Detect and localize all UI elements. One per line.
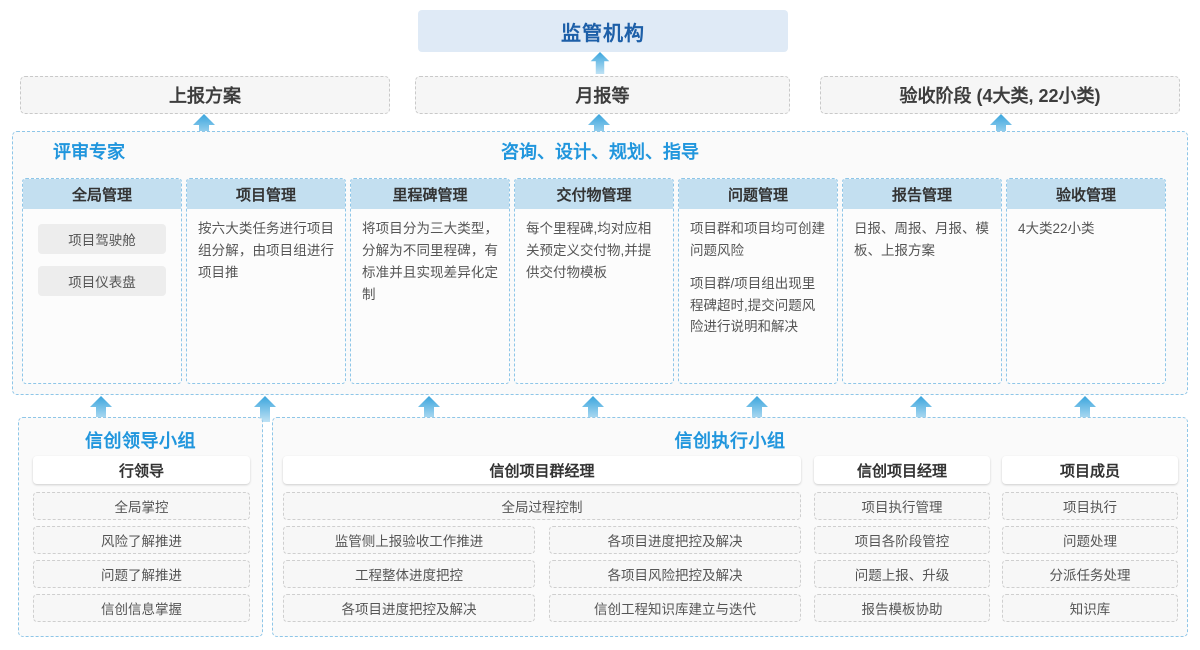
column-head-2: 里程碑管理 [351, 179, 509, 209]
chip-item[interactable]: 项目驾驶舱 [38, 224, 166, 254]
platform-titles: 评审专家 咨询、设计、规划、指导 [13, 132, 1187, 168]
arrow-up-icon-to-column-4 [746, 396, 768, 422]
task-item[interactable]: 监管侧上报验收工作推进 [283, 526, 535, 554]
task-item[interactable]: 问题处理 [1002, 526, 1178, 554]
task-item[interactable]: 各项目进度把控及解决 [549, 526, 801, 554]
platform-panel: 评审专家 咨询、设计、规划、指导 全局管理 项目驾驶舱 项目仪表盘 项目管理 按… [12, 131, 1188, 395]
arrow-up-icon-to-report-1 [588, 114, 610, 140]
arrow-up-icon-to-regulator [589, 52, 611, 74]
arrow-up-icon-to-column-0 [90, 396, 112, 422]
group-panel-leadership: 信创领导小组 行领导 全局掌控 风险了解推进 问题了解推进 信创信息掌握 [18, 417, 263, 637]
report-box-2[interactable]: 验收阶段 (4大类, 22小类) [820, 76, 1180, 114]
group-panel-execution: 信创执行小组 信创项目群经理 全局过程控制 监管侧上报验收工作推进 工程整体进度… [272, 417, 1188, 637]
task-item[interactable]: 项目执行管理 [814, 492, 990, 520]
task-item[interactable]: 分派任务处理 [1002, 560, 1178, 588]
task-item[interactable]: 工程整体进度把控 [283, 560, 535, 588]
task-item-wide[interactable]: 全局过程控制 [283, 492, 801, 520]
task-item[interactable]: 问题上报、升级 [814, 560, 990, 588]
column-text: 4大类22小类 [1018, 221, 1095, 236]
report-box-0[interactable]: 上报方案 [20, 76, 390, 114]
platform-column-milestone[interactable]: 里程碑管理 将项目分为三大类型，分解为不同里程碑，有标准并且实现差异化定制 [350, 178, 510, 384]
task-item[interactable]: 信创工程知识库建立与迭代 [549, 594, 801, 622]
column-text: 日报、周报、月报、模板、上报方案 [854, 221, 989, 258]
role-head-program-manager[interactable]: 信创项目群经理 [283, 456, 801, 484]
task-item[interactable]: 信创信息掌握 [33, 594, 250, 622]
report-box-1[interactable]: 月报等 [415, 76, 790, 114]
task-item[interactable]: 知识库 [1002, 594, 1178, 622]
arrow-up-icon-to-column-1 [254, 396, 276, 422]
group-title-execution: 信创执行小组 [674, 431, 786, 451]
column-head-0: 全局管理 [23, 179, 181, 209]
task-item[interactable]: 问题了解推进 [33, 560, 250, 588]
column-text: 按六大类任务进行项目组分解，由项目组进行项目推 [198, 221, 334, 280]
arrow-up-icon-to-column-5 [910, 396, 932, 422]
task-item[interactable]: 项目各阶段管控 [814, 526, 990, 554]
platform-column-report[interactable]: 报告管理 日报、周报、月报、模板、上报方案 [842, 178, 1002, 384]
task-item[interactable]: 各项目风险把控及解决 [549, 560, 801, 588]
arrow-up-icon-to-report-0 [193, 114, 215, 140]
column-text: 项目群/项目组出现里程碑超时,提交问题风险进行说明和解决 [690, 275, 816, 335]
task-item[interactable]: 风险了解推进 [33, 526, 250, 554]
column-head-3: 交付物管理 [515, 179, 673, 209]
column-body-6: 4大类22小类 [1007, 209, 1165, 240]
column-body-1: 按六大类任务进行项目组分解，由项目组进行项目推 [187, 209, 345, 284]
regulator-label: 监管机构 [561, 22, 645, 45]
group-title-leadership: 信创领导小组 [85, 431, 196, 451]
column-text: 每个里程碑,均对应相关预定义交付物,并提供交付物模板 [526, 221, 652, 280]
platform-title-right: 咨询、设计、规划、指导 [501, 142, 699, 162]
arrow-up-icon-to-report-2 [990, 114, 1012, 140]
arrow-up-icon-to-column-2 [418, 396, 440, 422]
column-body-0: 项目驾驶舱 项目仪表盘 [23, 209, 181, 296]
column-head-1: 项目管理 [187, 179, 345, 209]
chip-item[interactable]: 项目仪表盘 [38, 266, 166, 296]
platform-column-issue[interactable]: 问题管理 项目群和项目均可创建问题风险 项目群/项目组出现里程碑超时,提交问题风… [678, 178, 838, 384]
report-label-1: 月报等 [575, 86, 630, 106]
platform-column-acceptance[interactable]: 验收管理 4大类22小类 [1006, 178, 1166, 384]
report-label-2: 验收阶段 (4大类, 22小类) [899, 86, 1101, 106]
column-head-6: 验收管理 [1007, 179, 1165, 209]
task-item[interactable]: 项目执行 [1002, 492, 1178, 520]
platform-column-global[interactable]: 全局管理 项目驾驶舱 项目仪表盘 [22, 178, 182, 384]
role-head-leader[interactable]: 行领导 [33, 456, 250, 484]
column-body-2: 将项目分为三大类型，分解为不同里程碑，有标准并且实现差异化定制 [351, 209, 509, 305]
regulator-node[interactable]: 监管机构 [418, 10, 788, 52]
column-body-5: 日报、周报、月报、模板、上报方案 [843, 209, 1001, 262]
column-head-4: 问题管理 [679, 179, 837, 209]
task-item[interactable]: 各项目进度把控及解决 [283, 594, 535, 622]
arrow-up-icon-to-column-3 [582, 396, 604, 422]
column-text: 项目群和项目均可创建问题风险 [690, 221, 825, 258]
role-head-project-manager[interactable]: 信创项目经理 [814, 456, 990, 484]
column-text: 将项目分为三大类型，分解为不同里程碑，有标准并且实现差异化定制 [362, 221, 498, 302]
role-head-project-member[interactable]: 项目成员 [1002, 456, 1178, 484]
platform-column-deliverable[interactable]: 交付物管理 每个里程碑,均对应相关预定义交付物,并提供交付物模板 [514, 178, 674, 384]
column-head-5: 报告管理 [843, 179, 1001, 209]
arrow-up-icon-to-column-6 [1074, 396, 1096, 422]
platform-column-project[interactable]: 项目管理 按六大类任务进行项目组分解，由项目组进行项目推 [186, 178, 346, 384]
column-body-4: 项目群和项目均可创建问题风险 项目群/项目组出现里程碑超时,提交问题风险进行说明… [679, 209, 837, 338]
task-item[interactable]: 报告模板协助 [814, 594, 990, 622]
column-body-3: 每个里程碑,均对应相关预定义交付物,并提供交付物模板 [515, 209, 673, 284]
task-item[interactable]: 全局掌控 [33, 492, 250, 520]
report-label-0: 上报方案 [169, 86, 241, 106]
platform-title-left: 评审专家 [53, 142, 125, 162]
